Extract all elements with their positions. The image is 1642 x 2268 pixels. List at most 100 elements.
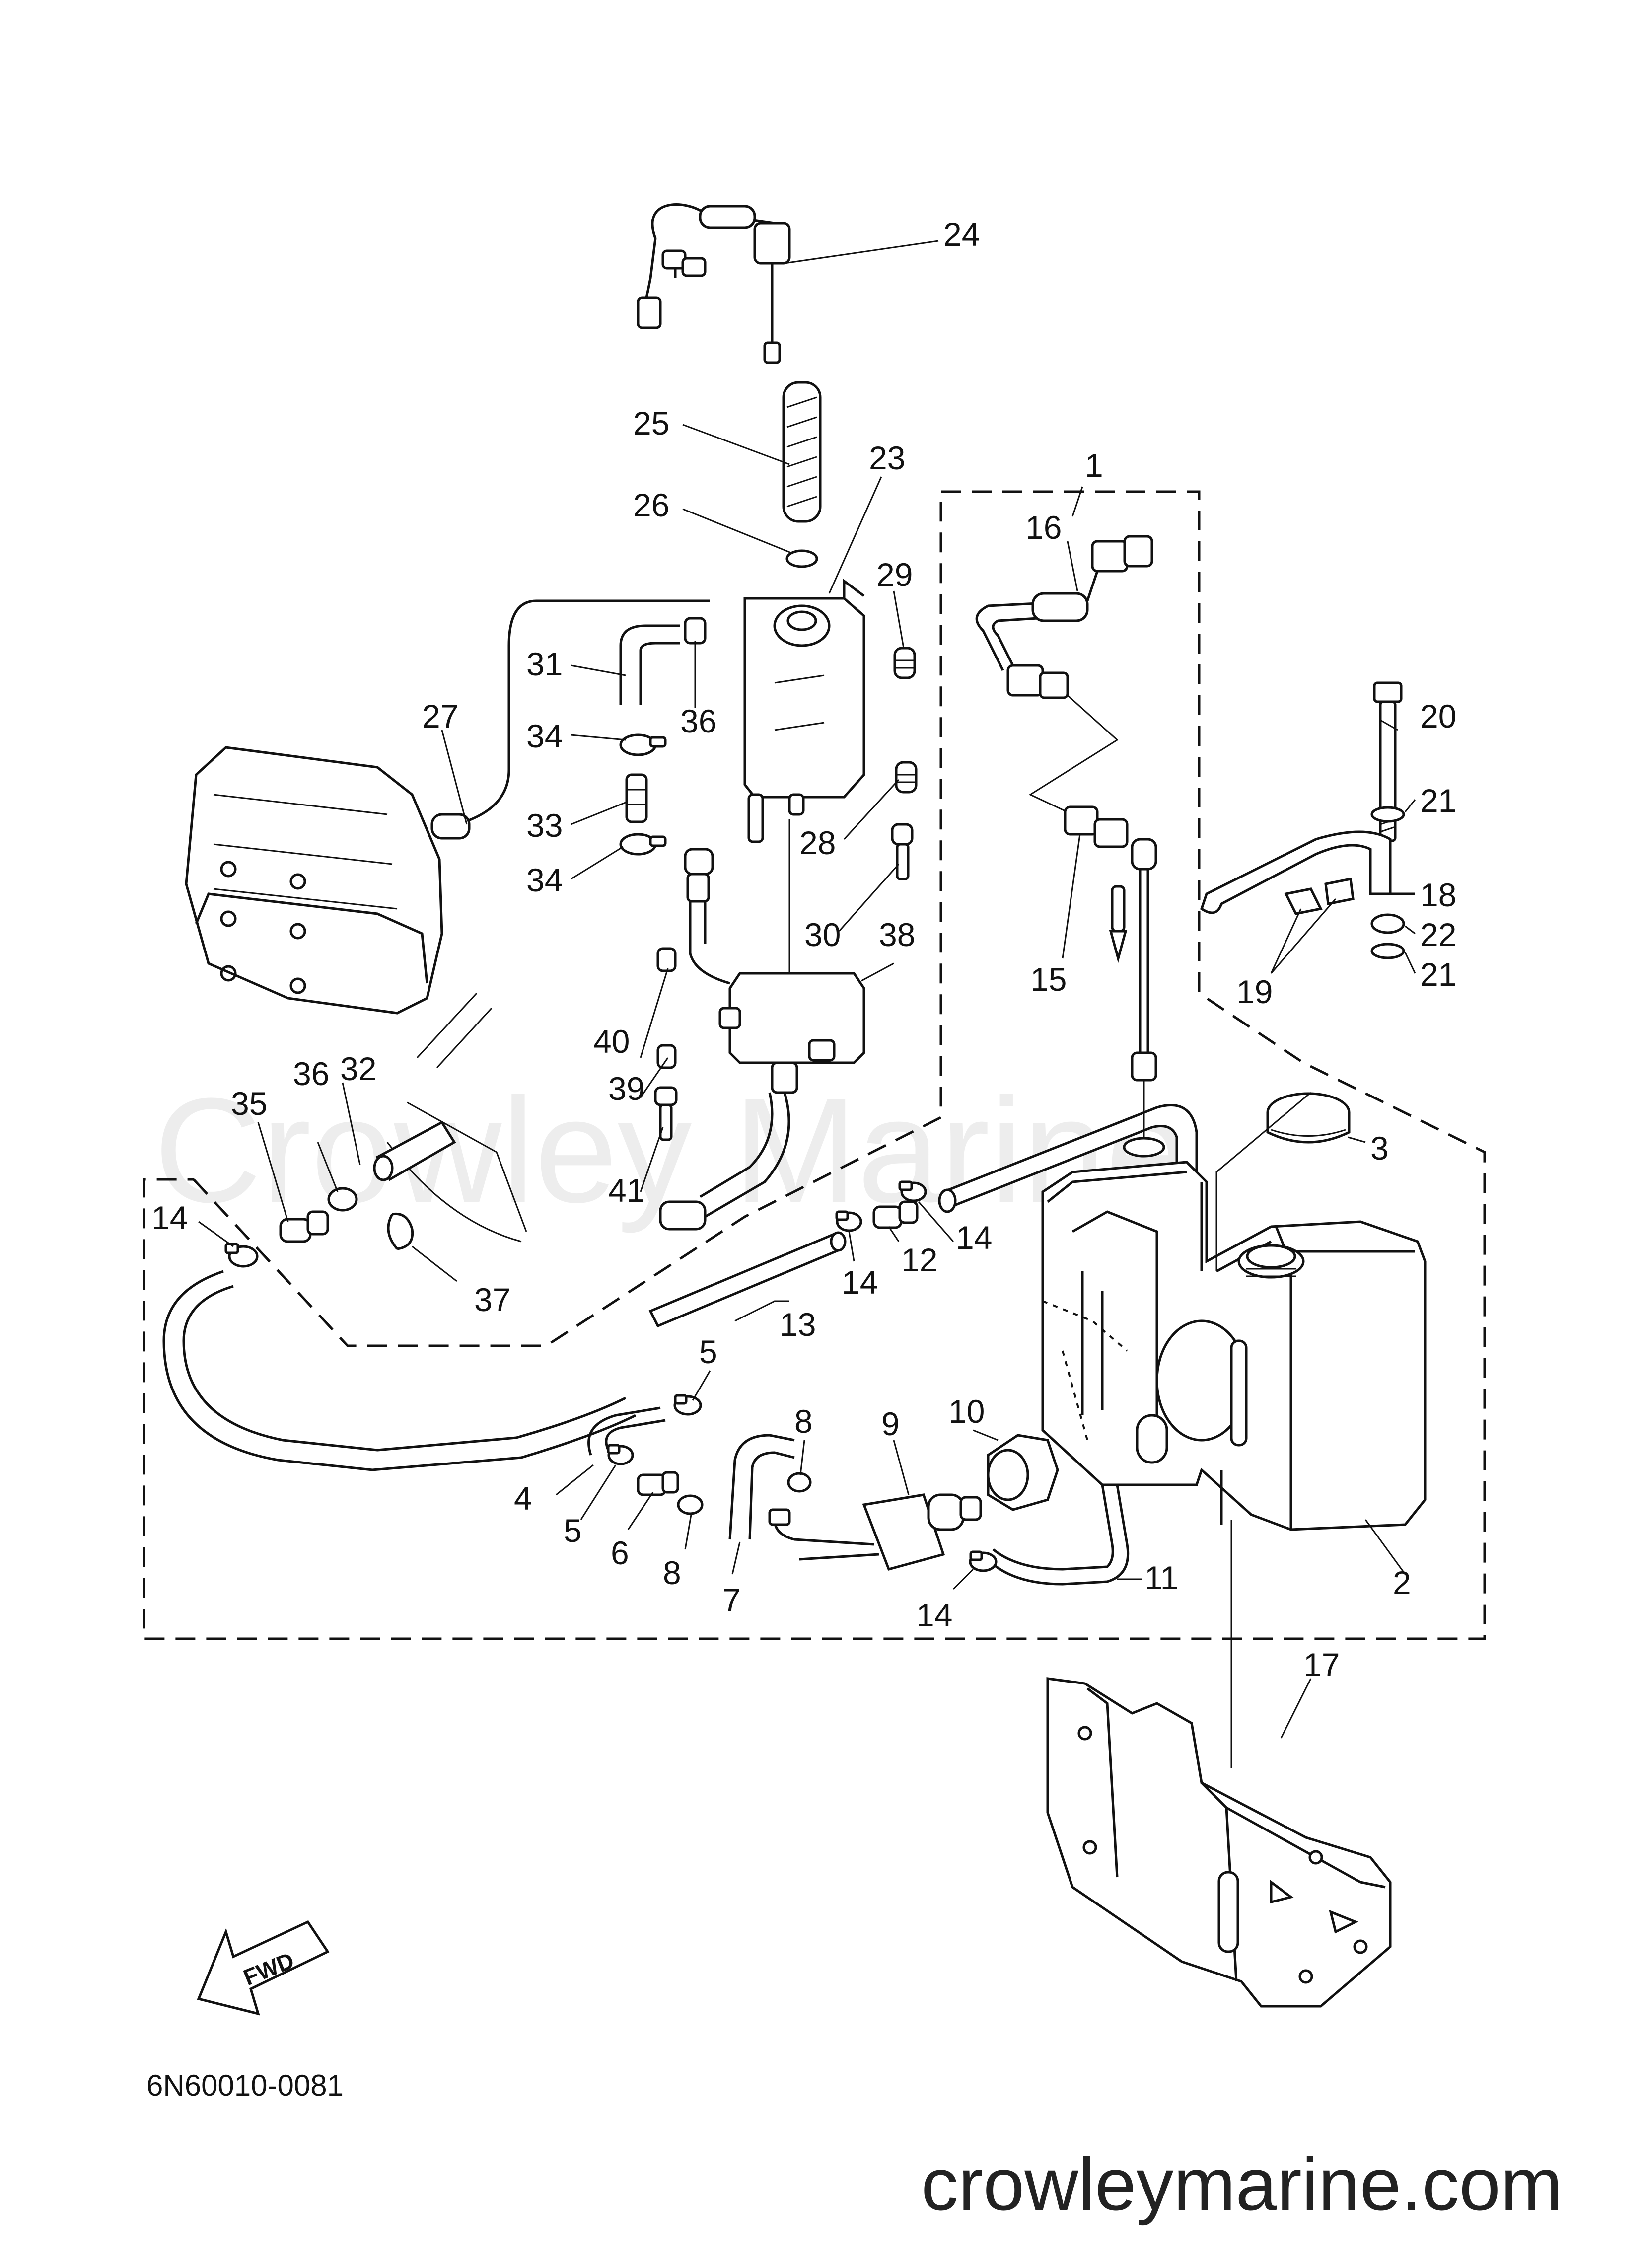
callout-23: 23 — [869, 439, 905, 476]
callout-39: 39 — [608, 1070, 644, 1107]
part-25-filter-element — [782, 381, 822, 523]
callout-14a: 14 — [151, 1199, 188, 1236]
part-36-clip — [684, 617, 707, 645]
callout-26: 26 — [633, 487, 669, 523]
callout-1: 1 — [1085, 447, 1103, 484]
callout-33: 33 — [526, 807, 563, 844]
callout-28: 28 — [799, 824, 836, 861]
callout-5b: 5 — [564, 1512, 582, 1549]
part-20-bolt — [1373, 681, 1403, 842]
callout-37: 37 — [474, 1281, 510, 1318]
tank-outlet-hose — [938, 1104, 1198, 1213]
part-27-hose — [430, 599, 710, 840]
part-7-hose — [728, 1434, 795, 1540]
callout-41: 41 — [608, 1172, 644, 1209]
part-4-hose — [587, 1406, 666, 1456]
part-26-gasket — [785, 549, 818, 568]
part-28-grommet — [895, 761, 918, 794]
callout-16: 16 — [1025, 509, 1062, 546]
callout-12: 12 — [901, 1242, 937, 1278]
callout-20: 20 — [1420, 698, 1456, 734]
part-9-electric-oil-pump — [768, 1493, 982, 1571]
callout-8b: 8 — [663, 1554, 681, 1591]
callout-2: 2 — [1393, 1564, 1411, 1601]
callout-11: 11 — [1144, 1559, 1179, 1596]
part-21-washer-upper — [1370, 806, 1405, 823]
harness-leader — [1028, 694, 1119, 815]
callout-7: 7 — [722, 1582, 741, 1618]
tank-sensor-rod — [1123, 838, 1165, 1158]
part-36-clip-lower — [327, 1187, 358, 1212]
fwd-arrow: FWD — [197, 1920, 330, 2016]
part-14-clip-left — [224, 1243, 259, 1268]
part-14-clip-bottom — [969, 1550, 998, 1572]
diagram-code: 6N60010-0081 — [146, 2069, 344, 2102]
callout-22: 22 — [1420, 916, 1456, 953]
part-37-clamp — [387, 1212, 414, 1250]
part-5-clip-upper — [673, 1394, 702, 1416]
callout-14b: 14 — [842, 1264, 878, 1301]
left-hose-subassembly-outline — [193, 492, 942, 1347]
part-40-grommet — [656, 947, 677, 972]
part-34-clip-upper — [619, 733, 667, 756]
part-15-connector — [1064, 805, 1129, 963]
part-10-strainer-nut — [987, 1434, 1059, 1511]
part-5-clip-lower — [607, 1444, 634, 1465]
part-32-hose — [373, 1120, 456, 1181]
part-29-grommet — [893, 647, 916, 679]
callout-25: 25 — [633, 405, 669, 441]
part-39-collar — [656, 1044, 677, 1069]
long-return-hose — [162, 1270, 637, 1471]
callout-14c: 14 — [956, 1219, 992, 1256]
callout-24: 24 — [943, 216, 980, 253]
callout-17: 17 — [1303, 1646, 1340, 1683]
part-24-oil-level-sensor — [637, 203, 791, 364]
part-31-hose — [619, 624, 680, 705]
callout-30: 30 — [804, 916, 841, 953]
callout-27: 27 — [422, 698, 458, 734]
callout-19: 19 — [1236, 973, 1273, 1010]
callout-14d: 14 — [916, 1597, 952, 1633]
callout-34a: 34 — [526, 718, 563, 754]
part-13-hose — [648, 1231, 847, 1328]
callout-13: 13 — [780, 1306, 816, 1343]
oil-tank-assembly-outline — [143, 490, 1486, 1640]
callout-15: 15 — [1030, 961, 1067, 998]
callout-10: 10 — [948, 1393, 985, 1430]
callout-3: 3 — [1370, 1130, 1389, 1167]
pump-outlet-hose — [659, 1092, 790, 1231]
part-6-joint — [637, 1471, 679, 1496]
part-21-washer-lower — [1370, 943, 1405, 959]
callout-8a: 8 — [794, 1403, 813, 1440]
callout-36a: 36 — [680, 703, 716, 739]
callout-18: 18 — [1420, 877, 1456, 913]
part-16-wire-harness — [975, 535, 1153, 699]
leader-lines — [198, 240, 1416, 1739]
part-19-pad — [1284, 878, 1355, 915]
callout-4: 4 — [514, 1480, 532, 1517]
part-41-bolt — [654, 1086, 678, 1141]
part-2-oil-tank — [1041, 1161, 1427, 1531]
callout-labels: 1 2 3 4 5 5 6 7 8 8 9 10 11 12 13 14 14 … — [151, 216, 1456, 1683]
callout-6: 6 — [611, 1535, 629, 1571]
part-33-joint — [625, 773, 648, 823]
callout-34b: 34 — [526, 862, 563, 898]
callout-31: 31 — [526, 646, 563, 682]
part-35-connector — [279, 1210, 329, 1243]
part-8-clip-upper — [787, 1472, 812, 1493]
callout-21a: 21 — [1420, 782, 1456, 819]
part-22-nut — [1370, 913, 1405, 934]
callout-36b: 36 — [293, 1055, 329, 1092]
part-11-hose — [992, 1484, 1130, 1586]
callout-5a: 5 — [699, 1333, 717, 1370]
part-14-clip-upper-right — [898, 1180, 927, 1202]
part-3-filler-cap — [1266, 1092, 1351, 1144]
callout-35: 35 — [231, 1085, 267, 1122]
callout-9: 9 — [881, 1405, 900, 1442]
part-30-bolt — [891, 823, 914, 880]
callout-40: 40 — [593, 1023, 630, 1060]
part-14-clip-mid — [835, 1210, 862, 1232]
tank-to-band-leader — [1215, 1092, 1311, 1271]
tank-pickup-leader — [1042, 1300, 1128, 1441]
